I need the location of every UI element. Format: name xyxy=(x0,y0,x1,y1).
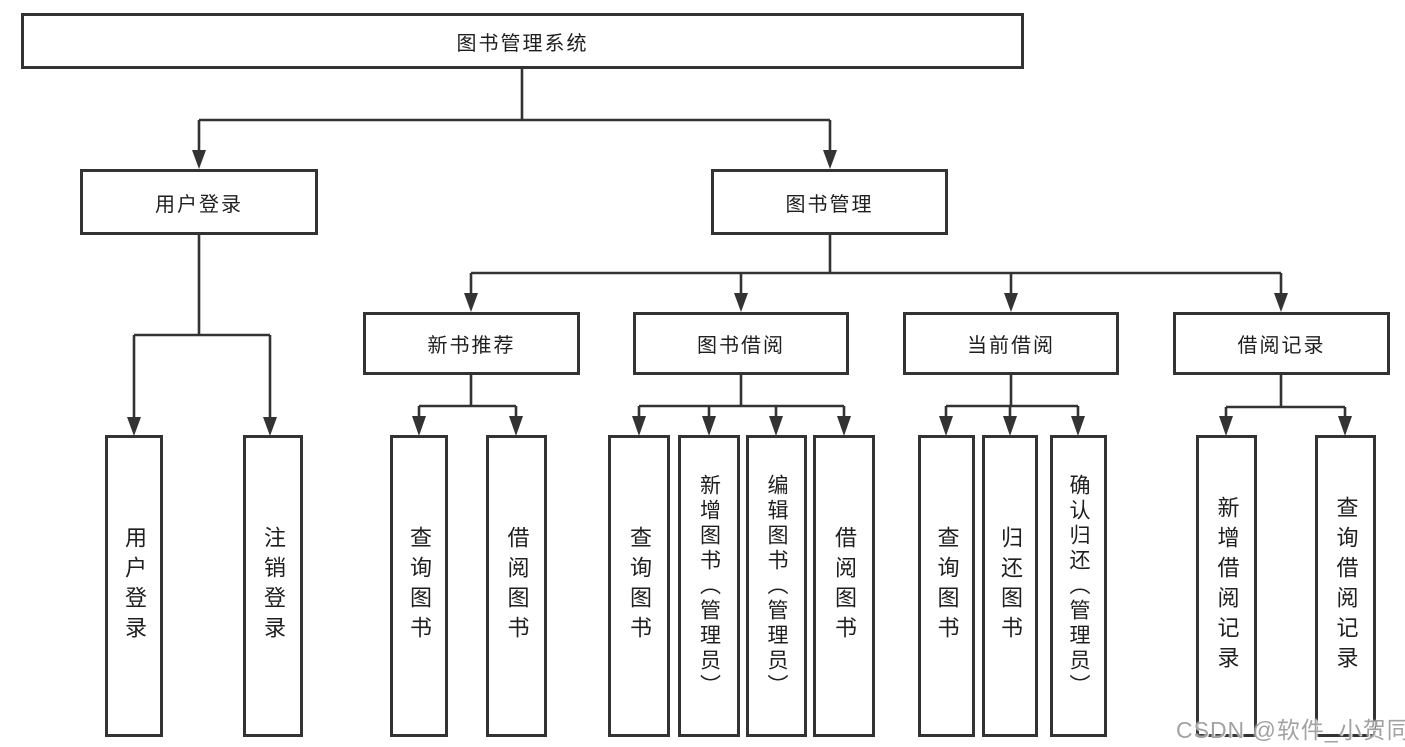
leaf-query-books-current: 查询图书 xyxy=(918,435,975,737)
node-borrowing-records-label: 借阅记录 xyxy=(1237,335,1326,357)
node-book-management-branch-label: 图书管理 xyxy=(785,193,874,216)
node-book-borrowing-label: 图书借阅 xyxy=(697,335,785,357)
node-root-label: 图书管理系统 xyxy=(456,32,589,55)
leaf-user-login: 用户登录 xyxy=(105,435,163,737)
node-root-library-management-system: 图书管理系统 xyxy=(21,13,1024,69)
node-user-login-branch-label: 用户登录 xyxy=(155,193,243,216)
leaf-query-borrow-record: 查询借阅记录 xyxy=(1315,435,1376,737)
leaf-query-borrow-record-label: 查询借阅记录 xyxy=(1333,496,1359,676)
leaf-query-books-borrowing: 查询图书 xyxy=(608,435,670,737)
leaf-logout: 注销登录 xyxy=(243,435,303,737)
node-book-borrowing: 图书借阅 xyxy=(633,312,849,375)
leaf-logout-label: 注销登录 xyxy=(261,526,286,646)
node-borrowing-records: 借阅记录 xyxy=(1173,312,1390,375)
leaf-edit-books-admin: 编辑图书（管理员） xyxy=(746,435,807,737)
leaf-borrow-books-label: 借阅图书 xyxy=(832,526,857,646)
leaf-query-books-current-label: 查询图书 xyxy=(934,526,960,646)
leaf-confirm-return-admin-label: 确认归还（管理员） xyxy=(1067,473,1090,699)
leaf-edit-books-admin-label: 编辑图书（管理员） xyxy=(765,473,788,699)
leaf-return-books: 归还图书 xyxy=(982,435,1038,737)
leaf-query-books-borrowing-label: 查询图书 xyxy=(627,526,652,646)
csdn-watermark: CSDN @软件_小贺同学 xyxy=(1176,717,1405,743)
node-user-login-branch: 用户登录 xyxy=(80,169,318,235)
leaf-add-books-admin: 新增图书（管理员） xyxy=(678,435,740,737)
leaf-borrow-books-recommend: 借阅图书 xyxy=(486,435,547,737)
node-current-borrowing-label: 当前借阅 xyxy=(967,335,1055,357)
leaf-user-login-label: 用户登录 xyxy=(122,526,147,646)
leaf-return-books-label: 归还图书 xyxy=(998,526,1023,646)
node-current-borrowing: 当前借阅 xyxy=(903,312,1119,375)
leaf-add-borrow-record: 新增借阅记录 xyxy=(1196,435,1257,737)
leaf-borrow-books: 借阅图书 xyxy=(813,435,875,737)
leaf-query-books-recommend: 查询图书 xyxy=(390,435,448,737)
leaf-confirm-return-admin: 确认归还（管理员） xyxy=(1050,435,1107,737)
leaf-borrow-books-recommend-label: 借阅图书 xyxy=(504,526,530,646)
node-new-book-recommend-label: 新书推荐 xyxy=(427,335,516,357)
leaf-query-books-recommend-label: 查询图书 xyxy=(407,526,432,646)
leaf-add-borrow-record-label: 新增借阅记录 xyxy=(1214,496,1240,676)
node-new-book-recommend: 新书推荐 xyxy=(363,312,580,375)
leaf-add-books-admin-label: 新增图书（管理员） xyxy=(697,473,721,699)
node-book-management-branch: 图书管理 xyxy=(711,169,948,235)
